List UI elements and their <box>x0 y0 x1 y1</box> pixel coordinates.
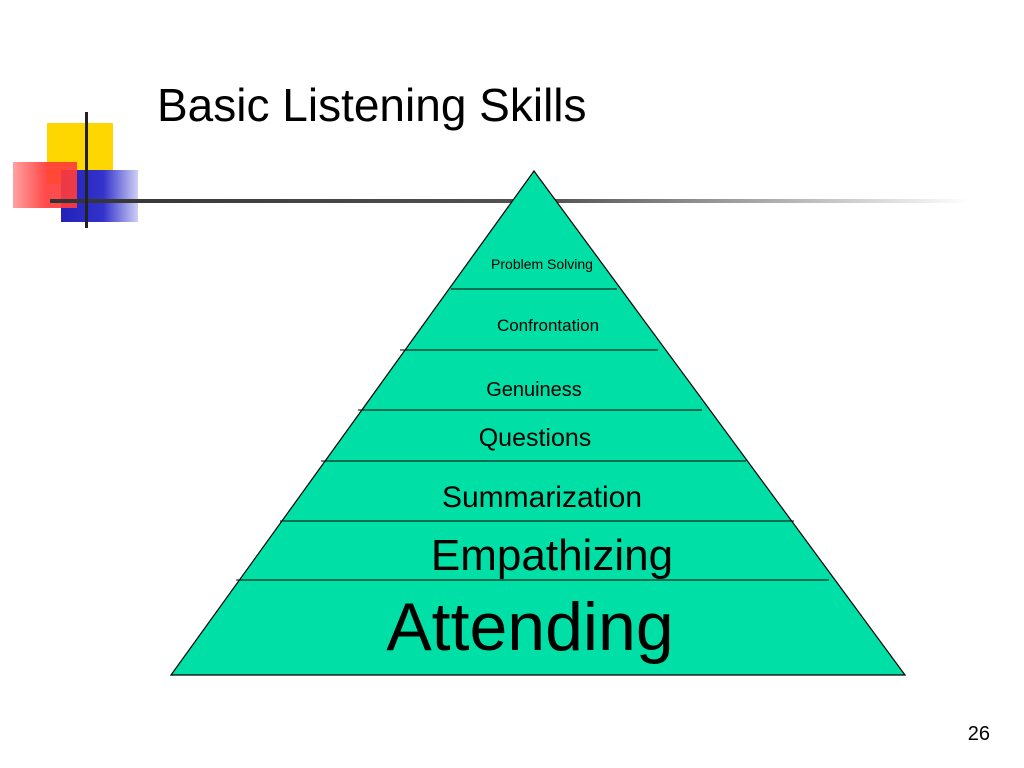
level-label-questions: Questions <box>479 424 592 452</box>
decorative-logo <box>13 112 970 228</box>
level-label-summarization: Summarization <box>442 481 642 514</box>
level-label-empathizing: Empathizing <box>431 531 673 580</box>
level-label-attending: Attending <box>386 589 673 665</box>
level-label-problem-solving: Problem Solving <box>491 256 593 272</box>
horizontal-rule <box>50 199 970 203</box>
level-label-confrontation: Confrontation <box>497 316 599 335</box>
vertical-rule <box>85 112 88 228</box>
level-label-genuiness: Genuiness <box>486 379 582 401</box>
pyramid-shape <box>169 169 907 676</box>
slide-number: 26 <box>967 723 990 745</box>
slide-title: Basic Listening Skills <box>157 79 587 131</box>
